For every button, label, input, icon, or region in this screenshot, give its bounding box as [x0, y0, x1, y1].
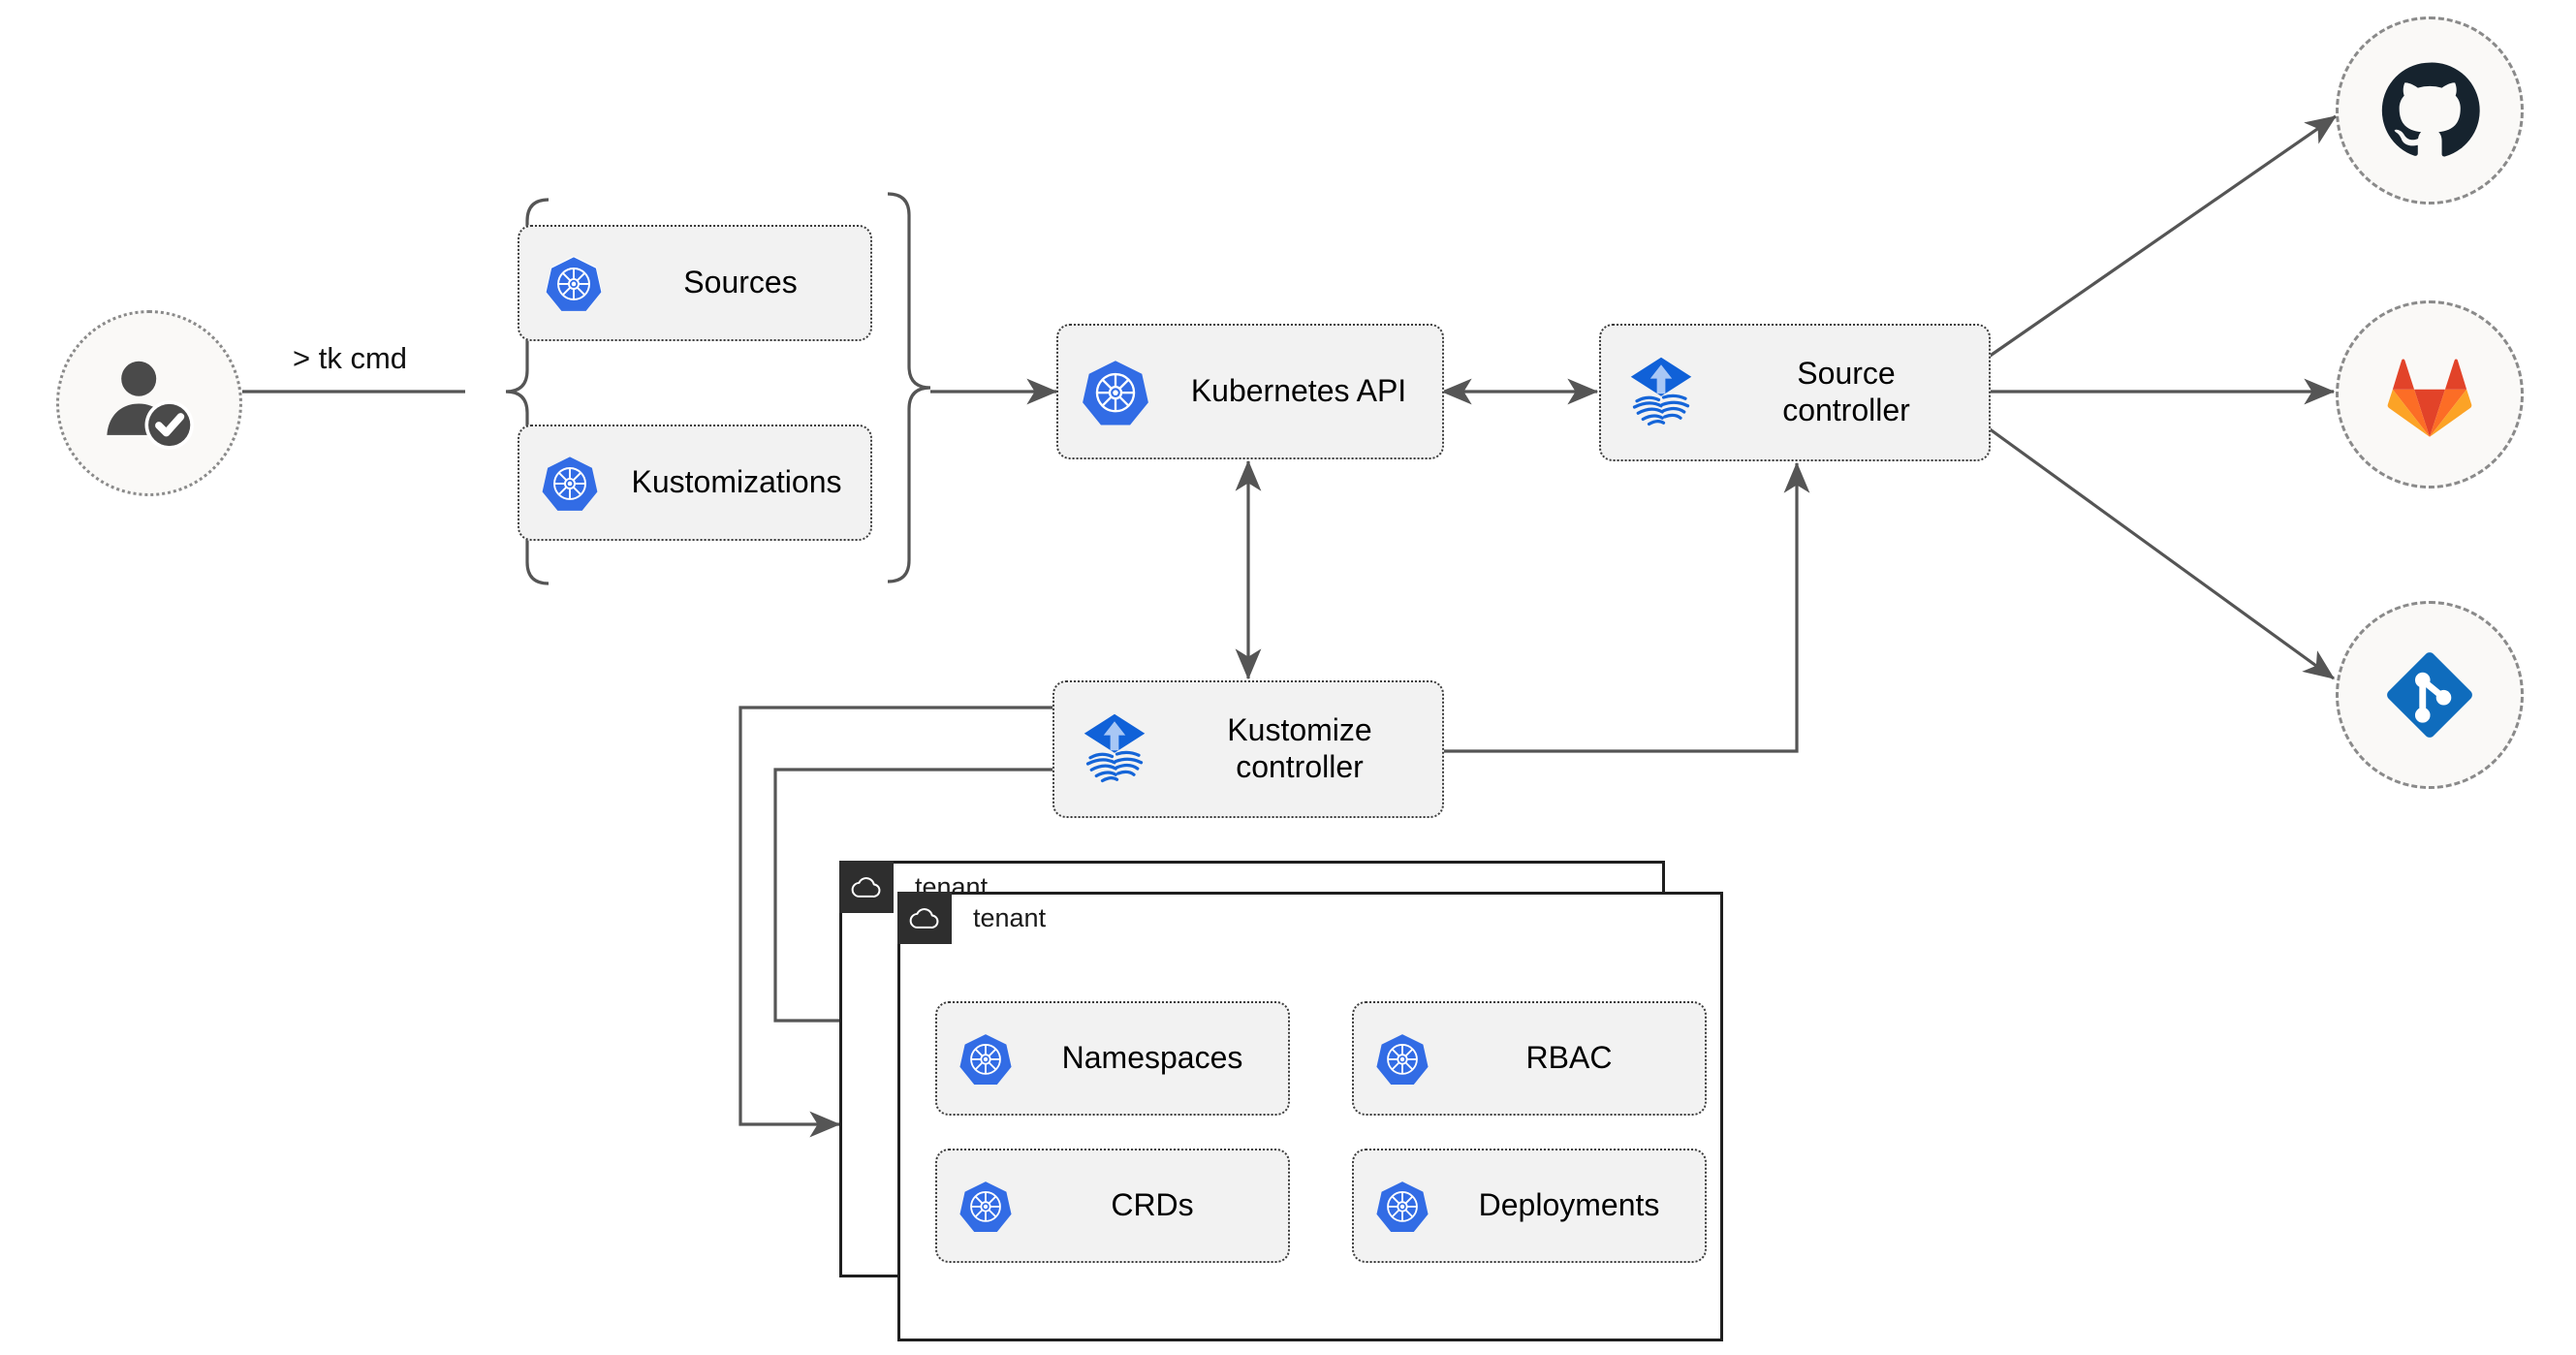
tenant-resource-namespaces[interactable]: Namespaces — [935, 1001, 1290, 1116]
tenant-resource-deployments[interactable]: Deployments — [1352, 1149, 1707, 1263]
kubernetes-icon — [519, 253, 628, 313]
tenant-resource-label: Namespaces — [1061, 1040, 1243, 1076]
tenant-resource-label: RBAC — [1525, 1040, 1613, 1076]
provider-gitlab[interactable] — [2336, 300, 2524, 488]
cloud-icon — [839, 861, 894, 913]
azure-git-icon — [2387, 652, 2472, 738]
resource-sources-label: Sources — [683, 265, 798, 300]
edge-kustomizectrl-sourcectrl — [1442, 461, 1810, 753]
edge-sourcectrl-azure — [1988, 426, 2336, 680]
provider-github[interactable] — [2336, 16, 2524, 205]
tenant-panel-inner[interactable]: tenant Namespaces — [897, 892, 1723, 1341]
user-check-icon — [107, 361, 194, 450]
user-actor[interactable] — [56, 310, 242, 496]
gitlab-icon — [2387, 359, 2472, 437]
kubernetes-api-node[interactable]: Kubernetes API — [1056, 324, 1444, 459]
resource-sources[interactable]: Sources — [518, 225, 872, 341]
kubernetes-icon — [519, 453, 620, 513]
flux-icon — [1054, 710, 1175, 788]
kubernetes-api-label: Kubernetes API — [1190, 373, 1407, 409]
resource-kustomizations-label: Kustomizations — [631, 464, 842, 500]
source-controller-node[interactable]: Source controller — [1599, 324, 1991, 461]
resource-kustomizations[interactable]: Kustomizations — [518, 425, 872, 541]
tenant-resource-label: CRDs — [1111, 1187, 1194, 1223]
kubernetes-icon — [1354, 1030, 1451, 1087]
kubernetes-icon — [937, 1030, 1034, 1087]
command-label: > tk cmd — [293, 341, 408, 375]
kustomize-controller-node[interactable]: Kustomize controller — [1052, 680, 1444, 818]
flux-icon — [1601, 354, 1721, 431]
kustomize-controller-label: Kustomize controller — [1227, 712, 1372, 784]
tenant-resource-label: Deployments — [1478, 1187, 1660, 1223]
brace-right — [887, 192, 931, 583]
tenant-name: tenant — [973, 902, 1047, 932]
kubernetes-icon — [1354, 1178, 1451, 1234]
kubernetes-icon — [937, 1178, 1034, 1234]
tenant-resource-rbac[interactable]: RBAC — [1352, 1001, 1707, 1116]
tenant-titlebar: tenant — [897, 892, 1046, 944]
provider-azure-repos[interactable] — [2336, 601, 2524, 789]
cloud-icon — [897, 892, 952, 944]
tenant-resource-crds[interactable]: CRDs — [935, 1149, 1290, 1263]
github-icon — [2381, 62, 2480, 157]
edge-sourcectrl-github — [1988, 114, 2338, 359]
kubernetes-icon — [1058, 356, 1173, 427]
source-controller-label: Source controller — [1782, 356, 1910, 427]
